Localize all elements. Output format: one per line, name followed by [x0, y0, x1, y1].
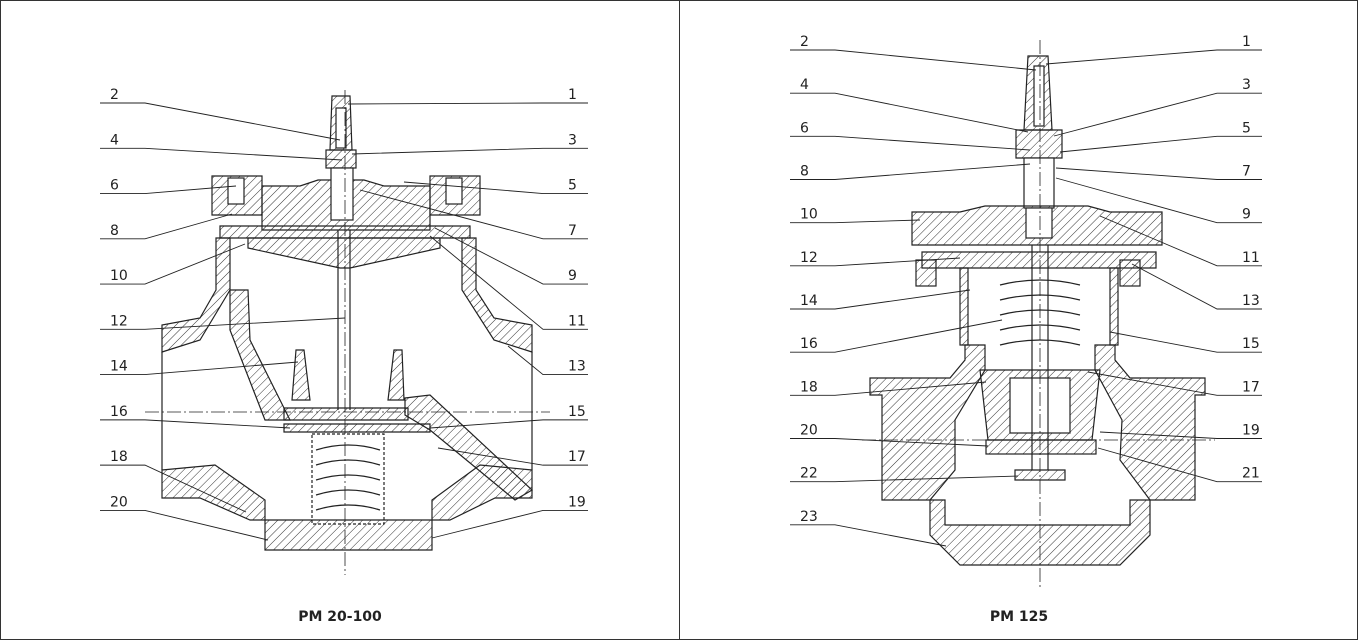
part-number-label: 17 — [568, 449, 586, 465]
leader-line — [431, 509, 588, 539]
leader-line — [790, 289, 971, 310]
pm-125-leader-lines — [790, 49, 1262, 547]
valve-pm-125-drawing — [862, 40, 1215, 590]
leader-line — [1131, 263, 1262, 310]
part-number-label: 3 — [568, 132, 577, 148]
leader-line — [351, 147, 588, 155]
caption-pm-125: PM 125 — [989, 609, 1049, 625]
leader-line — [359, 189, 588, 240]
part-number-label: 12 — [110, 313, 128, 329]
part-number-label: 13 — [1242, 293, 1260, 309]
leader-line — [790, 475, 1019, 483]
leader-line — [790, 49, 1037, 71]
leader-line — [1099, 215, 1262, 267]
leader-line — [1055, 177, 1262, 224]
part-number-label: 13 — [568, 359, 586, 375]
leader-line — [1053, 92, 1262, 137]
part-number-label: 1 — [1242, 34, 1251, 50]
part-number-label: 11 — [568, 313, 586, 329]
part-number-label: 11 — [1242, 250, 1260, 266]
part-number-label: 10 — [800, 207, 818, 223]
leader-line — [1059, 135, 1262, 153]
leader-line — [1109, 331, 1262, 353]
part-number-label: 7 — [568, 223, 577, 239]
leader-line — [1055, 167, 1262, 180]
part-number-label: 20 — [800, 422, 818, 438]
leader-line — [429, 235, 588, 330]
leader-line — [437, 447, 588, 466]
leader-line — [790, 163, 1031, 180]
part-number-label: 3 — [1242, 77, 1251, 93]
part-number-label: 17 — [1242, 379, 1260, 395]
leader-line — [1097, 447, 1262, 483]
leader-line — [1087, 371, 1262, 396]
part-number-label: 19 — [568, 494, 586, 510]
leader-line — [507, 345, 588, 376]
part-number-label: 6 — [110, 178, 119, 194]
leader-line — [434, 227, 588, 285]
part-number-label: 8 — [800, 163, 809, 179]
part-number-label: 1 — [568, 87, 577, 103]
leader-line — [429, 419, 588, 429]
part-number-label: 8 — [110, 223, 119, 239]
leader-line — [403, 181, 588, 194]
leader-line — [1099, 431, 1262, 439]
leader-line — [790, 135, 1031, 151]
leader-line — [100, 419, 291, 429]
part-number-label: 12 — [800, 250, 818, 266]
part-number-label: 10 — [110, 268, 128, 284]
leader-line — [100, 243, 246, 285]
leader-line — [790, 319, 1003, 353]
leader-line — [100, 213, 233, 240]
part-number-label: 2 — [110, 87, 119, 103]
part-number-label: 4 — [110, 132, 119, 148]
part-number-label: 6 — [800, 120, 809, 136]
part-number-label: 20 — [110, 494, 128, 510]
part-number-label: 14 — [110, 359, 128, 375]
part-number-label: 21 — [1242, 466, 1260, 482]
part-number-label: 9 — [1242, 207, 1251, 223]
part-number-label: 18 — [110, 449, 128, 465]
leader-line — [100, 361, 299, 376]
part-number-label: 16 — [110, 404, 128, 420]
caption-pm-20-100: PM 20-100 — [298, 609, 382, 625]
valve-pm-20-100-drawing — [145, 90, 550, 575]
part-number-label: 5 — [568, 178, 577, 194]
leader-line — [790, 219, 921, 224]
leader-line — [1045, 49, 1262, 65]
leader-line — [790, 438, 989, 447]
leader-line — [100, 102, 341, 141]
leader-line — [100, 509, 269, 541]
part-number-label: 16 — [800, 336, 818, 352]
leader-line — [790, 92, 1029, 133]
part-number-label: 19 — [1242, 422, 1260, 438]
part-number-label: 9 — [568, 268, 577, 284]
leader-line — [790, 381, 987, 396]
pm-20-100-leader-lines — [100, 102, 588, 541]
part-number-label: 5 — [1242, 120, 1251, 136]
leader-line — [100, 147, 343, 161]
part-number-label: 14 — [800, 293, 818, 309]
part-number-label: 2 — [800, 34, 809, 50]
leader-line — [790, 257, 961, 267]
part-number-label: 4 — [800, 77, 809, 93]
leader-line — [100, 185, 237, 194]
part-number-label: 18 — [800, 379, 818, 395]
leader-line — [347, 102, 588, 105]
part-number-label: 23 — [800, 509, 818, 525]
leader-line — [100, 464, 247, 513]
part-number-label: 15 — [1242, 336, 1260, 352]
part-number-label: 7 — [1242, 163, 1251, 179]
leader-line — [100, 317, 346, 330]
part-number-label: 22 — [800, 466, 818, 482]
leader-line — [790, 524, 947, 547]
part-number-label: 15 — [568, 404, 586, 420]
